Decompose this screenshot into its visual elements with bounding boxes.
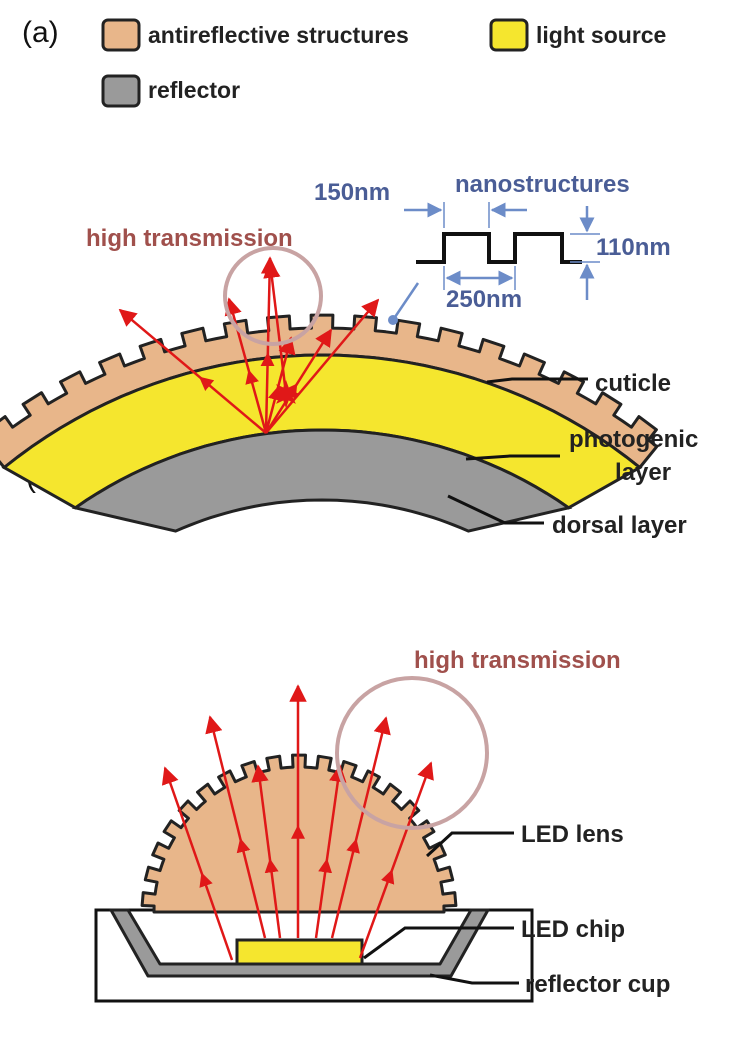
dorsal-layer: [71, 428, 573, 533]
light-ray-midarrow: [264, 858, 279, 874]
light-ray-midarrow: [199, 872, 213, 888]
leader-line-dorsal: [447, 494, 544, 525]
led-diagram: [94, 684, 534, 1003]
inset-pointer: [391, 282, 420, 321]
leader-line-led-chip: [363, 926, 514, 960]
firefly-lantern-diagram: [0, 256, 659, 533]
light-ray-arrow: [205, 715, 267, 939]
photogenic-label-line1: photogenic: [569, 426, 698, 453]
led-chip: [235, 938, 364, 966]
light-ray-arrow: [358, 761, 434, 959]
high-transmission-ring-led: [335, 676, 489, 830]
led-chip-label: LED chip: [521, 916, 625, 943]
light-ray-midarrow: [236, 838, 251, 854]
high-transmission-ring-firefly: [223, 246, 323, 346]
dimension-150nm: 150nm: [314, 179, 390, 206]
cuticle-label: cuticle: [595, 370, 671, 397]
legend-swatch-light-source: [489, 18, 529, 52]
light-ray-arrow: [314, 764, 347, 939]
light-emission-point: [272, 380, 300, 408]
led-light-rays: [161, 684, 434, 961]
high-transmission-label-led: high transmission: [414, 647, 621, 674]
leader-line-reflector-cup: [429, 973, 519, 985]
legend-swatch-antireflective: [101, 18, 141, 52]
light-ray-midarrow: [318, 858, 333, 874]
inset-pointer-dot: [388, 315, 398, 325]
legend-label-antireflective: antireflective structures: [148, 22, 409, 48]
light-ray-arrow: [265, 298, 380, 434]
light-ray-arrow: [263, 260, 288, 395]
nanostructures-label: nanostructures: [455, 171, 630, 198]
light-ray-midarrow: [381, 869, 395, 885]
leader-line-photogenic: [465, 454, 560, 461]
leader-line-led-lens: [425, 831, 514, 858]
legend-swatch-reflector: [101, 74, 141, 108]
light-ray-midarrow: [245, 369, 259, 385]
dimension-250nm: 250nm: [446, 286, 522, 313]
nanostructure-profile: [416, 232, 582, 264]
light-ray-midarrow: [346, 838, 360, 854]
light-ray-arrow: [330, 716, 391, 939]
legend-label-light-source: light source: [536, 22, 666, 48]
reflector-cup-label: reflector cup: [525, 971, 670, 998]
light-ray-arrow: [264, 328, 333, 434]
light-ray-midarrow: [199, 376, 215, 391]
panel-label-a: (a): [22, 16, 59, 49]
legend-label-reflector: reflector: [148, 77, 240, 103]
dimension-110nm: 110nm: [596, 234, 671, 261]
light-ray-arrow: [224, 297, 268, 434]
dorsal-layer-label: dorsal layer: [552, 512, 687, 539]
photogenic-label-line2: layer: [615, 459, 671, 486]
leader-line-cuticle: [486, 377, 588, 384]
high-transmission-label-firefly: high transmission: [86, 225, 293, 252]
light-ray-arrow: [251, 764, 282, 939]
light-ray-arrow: [118, 308, 267, 434]
led-lens-label: LED lens: [521, 821, 624, 848]
light-ray-arrow: [161, 766, 234, 961]
nanostructure-inset: nanostructures 150nm 110nm 250nm: [314, 171, 671, 325]
